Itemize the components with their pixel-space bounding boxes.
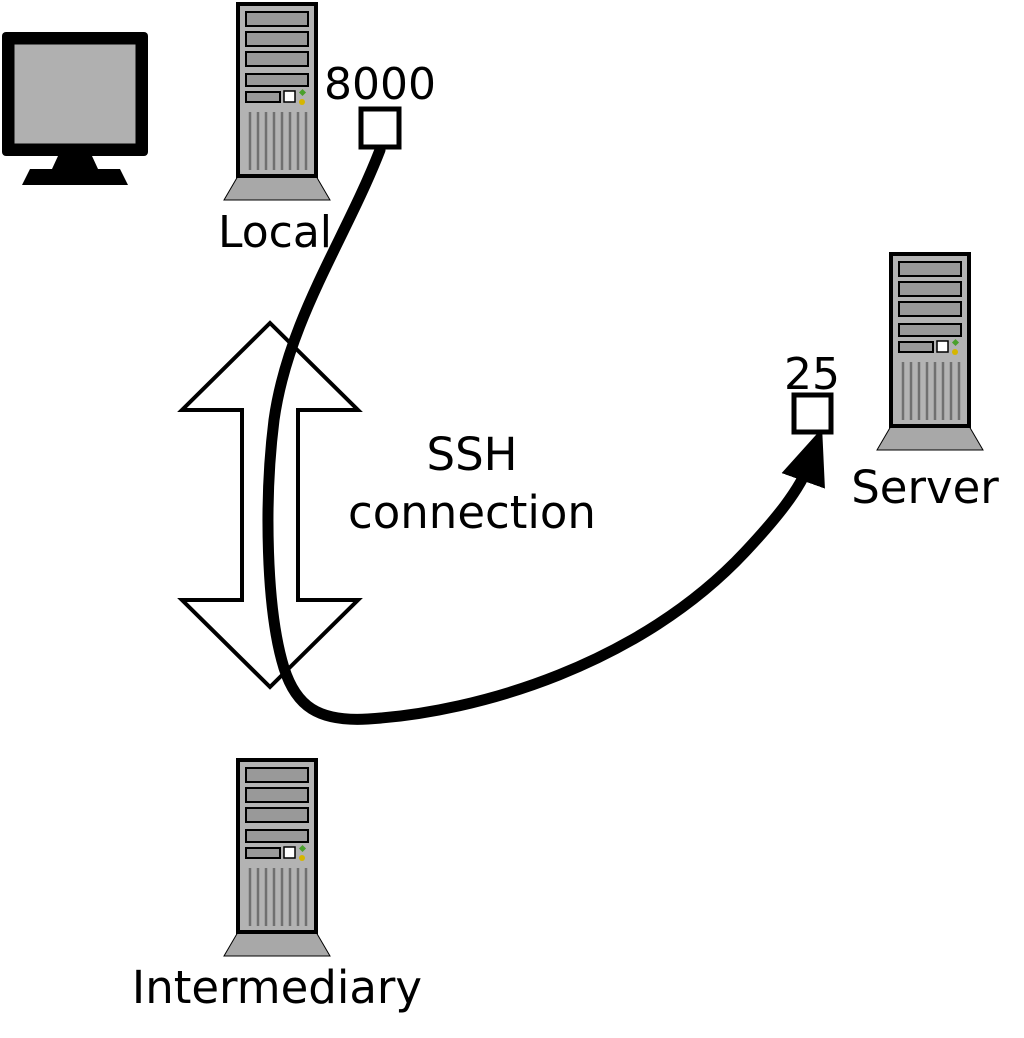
local-port-box (358, 106, 402, 150)
ssh-connection-label-line2: connection (348, 486, 596, 539)
server-label: Server (851, 461, 999, 514)
ssh-connection-label: SSH connection (348, 428, 596, 539)
intermediary-label: Intermediary (132, 961, 422, 1014)
local-computer-icon (222, 2, 332, 202)
monitor-icon (2, 32, 148, 185)
intermediary-computer-icon (222, 758, 332, 958)
local-label: Local (218, 207, 332, 258)
server-computer-icon (875, 252, 985, 452)
local-port-label: 8000 (324, 59, 436, 110)
tunnel-cable (262, 144, 825, 725)
server-port-box (791, 392, 834, 435)
ssh-connection-label-line1: SSH (427, 428, 518, 481)
server-port-label: 25 (784, 349, 840, 400)
